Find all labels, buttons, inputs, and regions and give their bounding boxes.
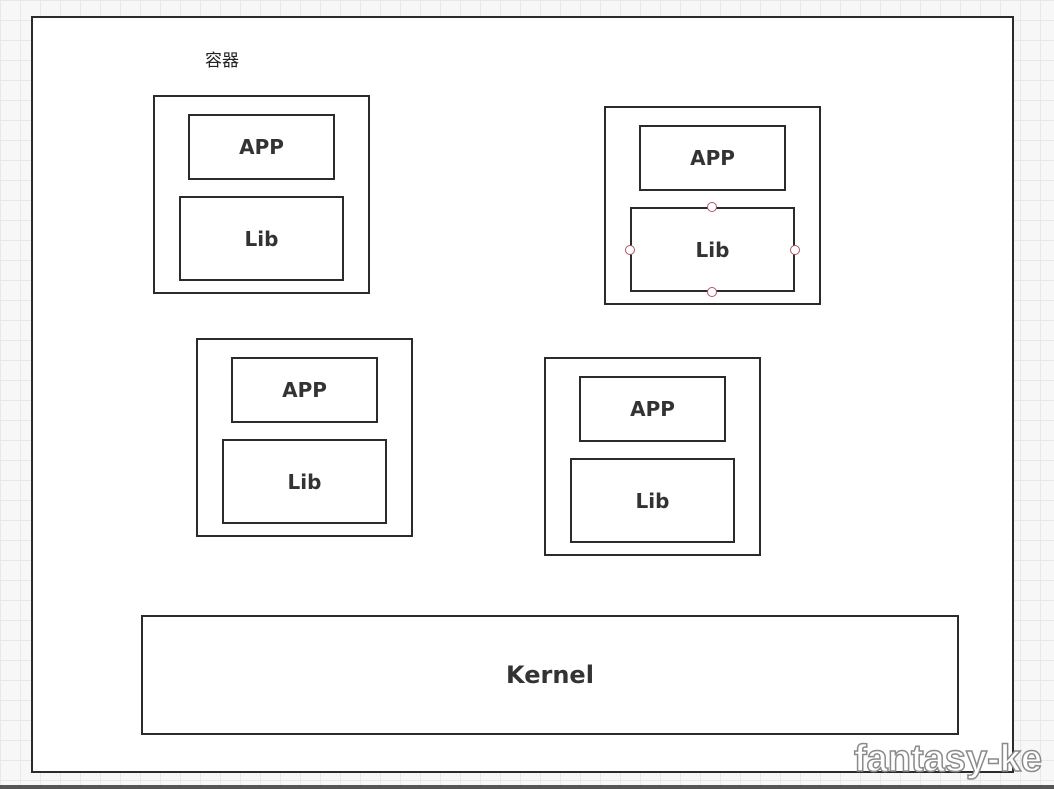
container-box[interactable]: APP Lib [153, 95, 370, 294]
container-box[interactable]: APP Lib [196, 338, 413, 537]
selection-handle-bottom[interactable] [707, 287, 717, 297]
selection-handle-top[interactable] [707, 202, 717, 212]
host-frame: 容器 APP Lib APP Lib APP Lib APP Lib Kerne… [31, 16, 1014, 773]
lib-box[interactable]: Lib [222, 439, 387, 524]
app-box[interactable]: APP [579, 376, 726, 442]
lib-box[interactable]: Lib [179, 196, 344, 281]
container-caption: 容器 [205, 51, 239, 71]
kernel-box[interactable]: Kernel [141, 615, 959, 735]
watermark-text: fantasy-ke [853, 737, 1042, 781]
selection-handle-right[interactable] [790, 245, 800, 255]
lib-box[interactable]: Lib [570, 458, 735, 543]
app-box[interactable]: APP [231, 357, 378, 423]
container-box[interactable]: APP Lib [544, 357, 761, 556]
container-box[interactable]: APP Lib [604, 106, 821, 305]
lib-box-selected[interactable]: Lib [630, 207, 795, 292]
selection-handle-left[interactable] [625, 245, 635, 255]
canvas-bottom-edge [0, 785, 1054, 789]
app-box[interactable]: APP [639, 125, 786, 191]
app-box[interactable]: APP [188, 114, 335, 180]
